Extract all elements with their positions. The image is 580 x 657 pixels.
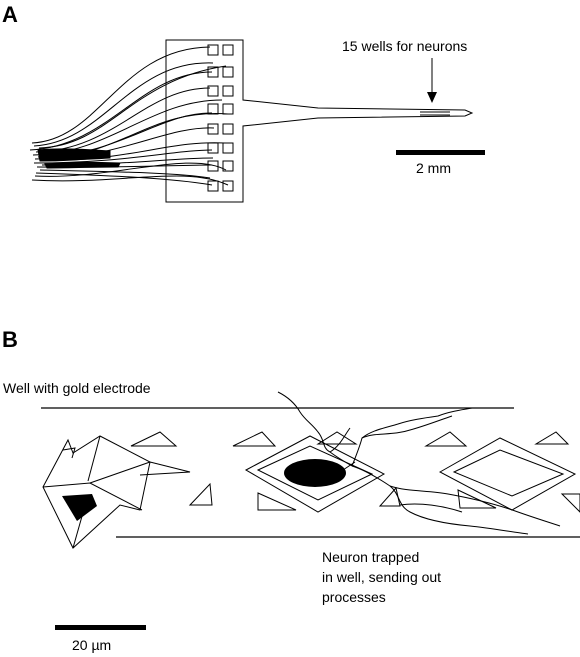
well-diamonds	[244, 435, 577, 513]
wells-arrow	[427, 58, 437, 103]
neuron-label-line-1: Neuron trapped	[322, 549, 419, 565]
well-label: Well with gold electrode	[3, 380, 151, 396]
neuron-soma	[284, 459, 346, 487]
panel-a-letter: A	[2, 2, 18, 27]
contact-pads	[207, 44, 234, 192]
wire-bundle	[37, 148, 121, 169]
panel-b-letter: B	[2, 327, 18, 352]
neuron-label-line-3: processes	[322, 589, 386, 605]
neuron-label-line-2: in well, sending out	[322, 569, 441, 585]
panel-b: B Well with gold electrode	[2, 327, 580, 653]
scale-bar-a	[396, 150, 485, 155]
scale-label-a: 2 mm	[416, 160, 451, 176]
electrode-pad	[62, 494, 97, 521]
probe-channel	[420, 111, 450, 116]
panel-a: A	[2, 2, 485, 203]
scale-bar-b	[55, 625, 146, 630]
well-end-structure	[42, 435, 191, 549]
wells-label: 15 wells for neurons	[342, 38, 467, 54]
neurite-processes	[277, 391, 561, 535]
chip-outline	[165, 39, 474, 203]
neuron-label: Neuron trapped in well, sending out proc…	[322, 549, 445, 605]
scale-label-b: 20 µm	[72, 637, 111, 653]
